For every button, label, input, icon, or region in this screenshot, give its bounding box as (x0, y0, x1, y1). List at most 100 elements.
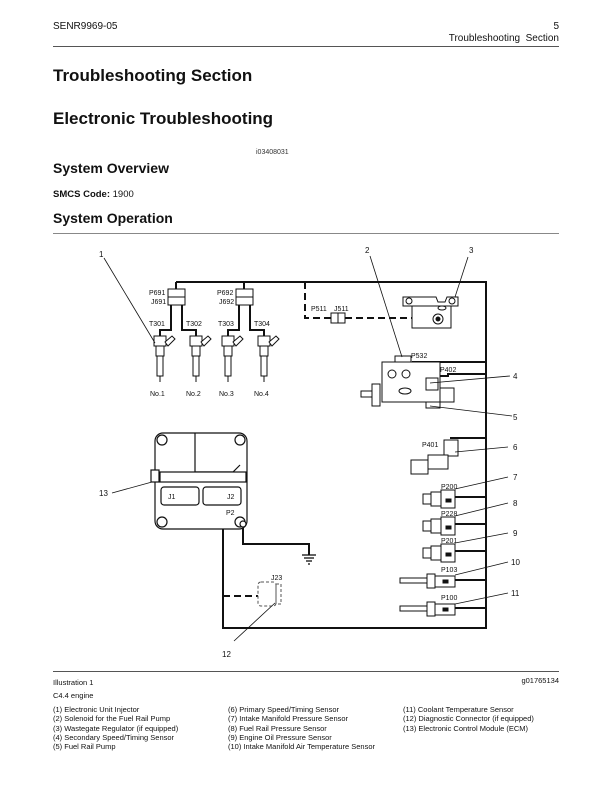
engine-caption: C4.4 engine (53, 691, 94, 700)
callout-4: 4 (513, 372, 518, 381)
leader-5 (429, 405, 513, 417)
label-t303: T303 (218, 321, 234, 328)
leader-3 (454, 256, 469, 298)
leader-7 (454, 476, 509, 490)
legend-item: (8) Fuel Rail Pressure Sensor (228, 723, 327, 733)
running-section-title: Troubleshooting Section (448, 33, 559, 44)
subtopic-title: System Operation (53, 210, 173, 226)
injector-icon (189, 335, 212, 382)
callout-1: 1 (99, 250, 104, 259)
smcs-label: SMCS Code: (53, 189, 110, 200)
leader-11 (454, 592, 509, 605)
callout-8: 8 (513, 499, 518, 508)
figure-rule (53, 671, 559, 672)
injector-group (153, 335, 280, 382)
label-p401: P401 (422, 442, 438, 449)
wire-t303 (227, 305, 240, 336)
chapter-title: Electronic Troubleshooting (53, 109, 274, 128)
injector-icon (221, 335, 244, 382)
engine-oil-pressure-sensor-icon (422, 543, 456, 563)
intake-manifold-pressure-sensor-icon (422, 489, 456, 509)
label-p511: P511 (311, 306, 327, 313)
wastegate-dashed-wire (304, 282, 331, 319)
main-harness (176, 281, 487, 629)
label-p691: P691 (149, 290, 165, 297)
header-rule (53, 46, 559, 47)
graphic-id: g01765134 (521, 676, 559, 685)
callout-3: 3 (469, 246, 474, 255)
diagnostic-connector-icon (257, 581, 282, 607)
leader-1 (103, 257, 156, 344)
leader-8 (454, 502, 509, 517)
wire-t301 (159, 305, 172, 336)
legend-item: (6) Primary Speed/Timing Sensor (228, 705, 340, 714)
leader-9 (454, 532, 509, 544)
primary-speed-sensor-icon (410, 439, 459, 475)
legend-item: (11) Coolant Temperature Sensor (403, 705, 514, 714)
wire-t302 (181, 305, 197, 336)
label-p2: P2 (226, 510, 235, 517)
label-j691: J691 (151, 299, 166, 306)
label-j511: J511 (334, 306, 349, 313)
document-id: i03408031 (256, 149, 289, 156)
label-j692: J692 (219, 299, 234, 306)
label-p692: P692 (217, 290, 233, 297)
intake-air-temperature-sensor-icon (399, 573, 456, 589)
fuel-rail-pump-icon (360, 355, 455, 409)
label-j1: J1 (168, 494, 176, 501)
callout-10: 10 (511, 558, 520, 567)
legend-item: (13) Electronic Control Module (ECM) (403, 723, 529, 733)
wastegate-regulator-icon (402, 296, 459, 329)
topic-title: System Overview (53, 160, 169, 176)
coolant-temperature-sensor-icon (399, 601, 456, 617)
callout-5: 5 (513, 413, 518, 422)
label-t301: T301 (149, 321, 165, 328)
label-j2: J2 (227, 494, 235, 501)
leader-13 (111, 481, 153, 494)
label-p100: P100 (441, 595, 457, 602)
leader-2 (369, 255, 403, 358)
legend-item: (7) Intake Manifold Pressure Sensor (228, 714, 349, 724)
label-p200: P200 (441, 484, 457, 491)
leader-4 (429, 375, 511, 384)
leader-10 (454, 561, 509, 576)
label-p228: P228 (441, 511, 457, 518)
page-header-right: 5 Troubleshooting Section (449, 21, 559, 45)
ground-icon (302, 554, 316, 565)
injector-icon (153, 335, 176, 382)
callout-7: 7 (513, 473, 518, 482)
injector-icon (257, 335, 280, 382)
legend-item: (2) Solenoid for the Fuel Rail Pump (53, 714, 171, 724)
smcs-value: 1900 (110, 189, 134, 200)
legend-item: (12) Diagnostic Connector (if equipped) (403, 714, 534, 724)
callout-12: 12 (222, 650, 231, 659)
injector-label-4: No.4 (254, 391, 269, 398)
connector-j511 (337, 312, 346, 324)
legend-column-3: (11) Coolant Temperature Sensor (12) Dia… (403, 705, 534, 733)
callout-13: 13 (99, 489, 108, 498)
legend-item: (1) Electronic Unit Injector (53, 705, 140, 714)
fuel-rail-pressure-sensor-icon (422, 516, 456, 536)
callout-11: 11 (511, 589, 520, 598)
leader-6 (454, 446, 509, 453)
legend-item: (3) Wastegate Regulator (if equipped) (53, 723, 179, 733)
injector-label-1: No.1 (150, 391, 165, 398)
document-number: SENR9969-05 (53, 21, 118, 32)
wire-p402 (440, 373, 486, 377)
legend-item: (4) Secondary Speed/Timing Sensor (53, 732, 175, 742)
label-p532: P532 (411, 353, 427, 360)
wire-t304 (249, 305, 265, 336)
section-title: Troubleshooting Section (53, 66, 253, 85)
smcs-code: SMCS Code: 1900 (53, 189, 134, 200)
legend-column-1: (1) Electronic Unit Injector (2) Solenoi… (53, 705, 178, 751)
callout-2: 2 (365, 246, 370, 255)
connector-p511 (330, 312, 339, 324)
label-t302: T302 (186, 321, 202, 328)
label-p103: P103 (441, 567, 457, 574)
label-t304: T304 (254, 321, 270, 328)
section-rule (53, 233, 559, 234)
legend-item: (9) Engine Oil Pressure Sensor (228, 732, 332, 742)
page-number: 5 (553, 21, 559, 32)
injector-label-3: No.3 (219, 391, 234, 398)
